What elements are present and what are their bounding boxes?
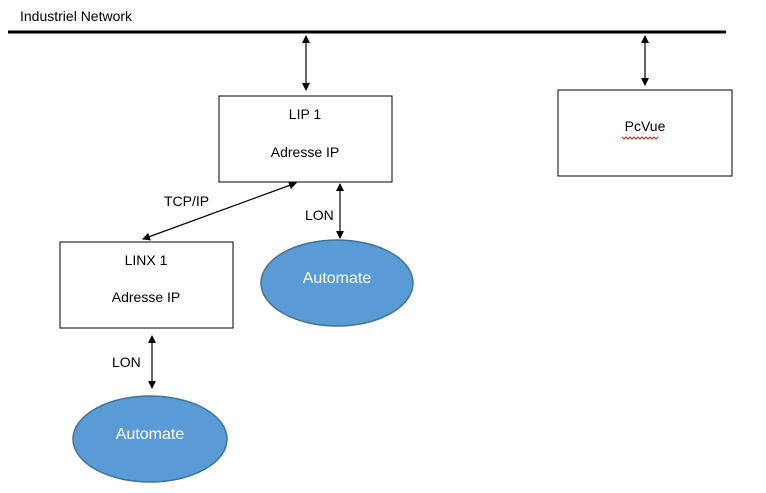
pcvue-title: PcVue bbox=[625, 118, 666, 134]
linx1-title: LINX 1 bbox=[125, 252, 168, 268]
linx1-subtitle: Adresse IP bbox=[112, 289, 180, 305]
spellcheck-underline bbox=[621, 136, 659, 140]
tcpip-arrow bbox=[142, 181, 297, 241]
automate-top-node[interactable]: Automate bbox=[260, 239, 414, 327]
automate-bottom-label: Automate bbox=[116, 426, 185, 443]
linx1-box[interactable]: LINX 1 Adresse IP bbox=[59, 241, 234, 329]
linx1-lon-label: LON bbox=[112, 354, 141, 370]
automate-top-label: Automate bbox=[303, 270, 372, 287]
lip1-lon-label: LON bbox=[305, 207, 334, 223]
network-label: Industriel Network bbox=[20, 8, 133, 24]
lip1-title: LIP 1 bbox=[289, 106, 322, 122]
lip1-subtitle: Adresse IP bbox=[271, 144, 339, 160]
tcpip-label: TCP/IP bbox=[164, 193, 209, 209]
lip1-box[interactable]: LIP 1 Adresse IP bbox=[218, 95, 393, 183]
automate-bottom-node[interactable]: Automate bbox=[72, 395, 228, 483]
pcvue-box[interactable]: PcVue bbox=[557, 89, 733, 177]
